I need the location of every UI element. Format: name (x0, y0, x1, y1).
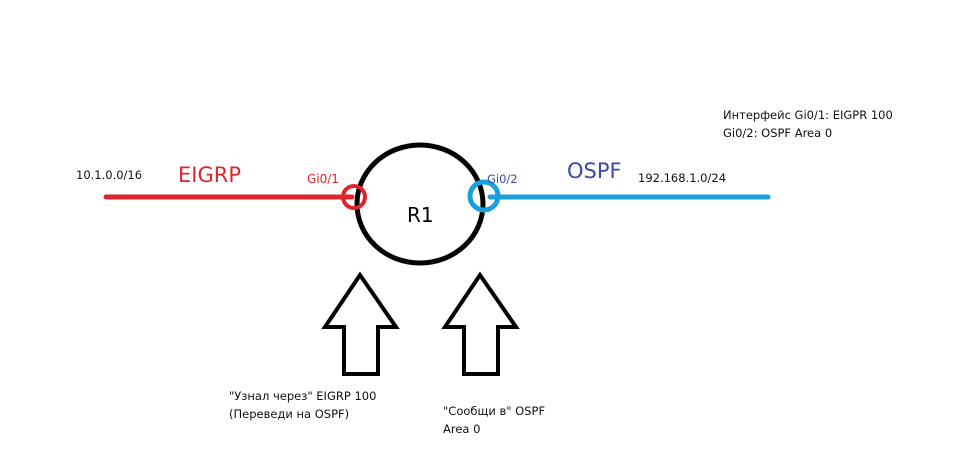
arrow-up-learned (321, 271, 400, 376)
arrow-up-advertise (441, 271, 520, 376)
router-r1 (354, 142, 486, 266)
eigrp-protocol-label: EIGRP (178, 163, 241, 187)
advertise-annotation-line-1: "Сообщи в" OSPF (443, 404, 546, 418)
interface-gi0-2-marker (467, 179, 501, 213)
right-network-label: 192.168.1.0/24 (638, 171, 727, 185)
learned-annotation-line-1: "Узнал через" EIGRP 100 (229, 389, 377, 403)
left-network-label: 10.1.0.0/16 (76, 168, 143, 182)
interface-gi0-1-label: Gi0/1 (307, 172, 339, 186)
router-label: R1 (407, 203, 434, 227)
ospf-protocol-label: OSPF (567, 159, 622, 183)
learned-annotation-line-2: (Переведи на OSPF) (229, 407, 350, 421)
note-line-2: Gi0/2: OSPF Area 0 (723, 126, 833, 140)
note-line-1: Интерфейс Gi0/1: EIGPR 100 (723, 108, 893, 122)
advertise-annotation-line-2: Area 0 (443, 422, 481, 436)
interface-gi0-2-label: Gi0/2 (487, 172, 518, 186)
interface-gi0-1-marker (341, 184, 367, 210)
